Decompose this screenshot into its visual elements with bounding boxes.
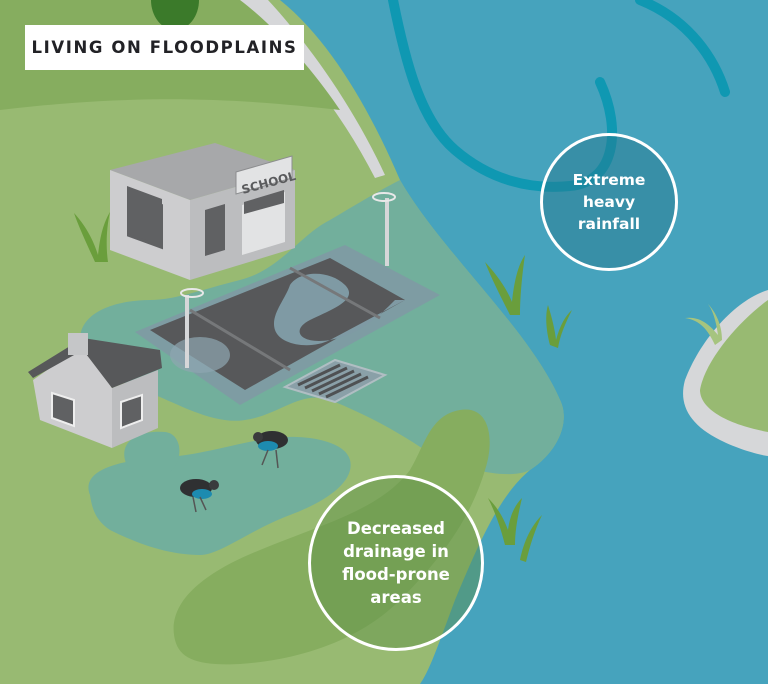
riverbank-path <box>230 0 385 178</box>
grass-tuft <box>485 255 572 348</box>
storm-drain-grate <box>282 358 388 404</box>
callout-line: areas <box>370 588 422 607</box>
callout-line: rainfall <box>577 215 641 233</box>
title-banner: LIVING ON FLOODPLAINS <box>25 25 304 70</box>
grass-tuft <box>488 498 542 562</box>
callout-decreased-drainage: Decreased drainage in flood-prone areas <box>308 475 484 651</box>
lamp-post <box>372 192 396 266</box>
house <box>28 333 162 448</box>
pukeko-bird <box>180 479 219 513</box>
tree-canopy <box>151 0 199 30</box>
grass-tuft <box>74 212 110 262</box>
floodwater-puddle <box>124 431 180 479</box>
pukeko-bird <box>253 431 288 469</box>
callout-line: Extreme <box>572 171 646 189</box>
page-title: LIVING ON FLOODPLAINS <box>31 38 298 57</box>
river-current <box>635 0 730 97</box>
callout-line: heavy <box>582 193 636 211</box>
callout-extreme-rainfall: Extreme heavy rainfall <box>540 133 678 271</box>
callout-line: drainage in <box>343 542 449 561</box>
lamp-post <box>180 288 204 368</box>
island <box>683 290 768 456</box>
callout-line: Decreased <box>347 519 445 538</box>
school-building: SCHOOL <box>110 143 298 280</box>
callout-line: flood-prone <box>342 565 450 584</box>
